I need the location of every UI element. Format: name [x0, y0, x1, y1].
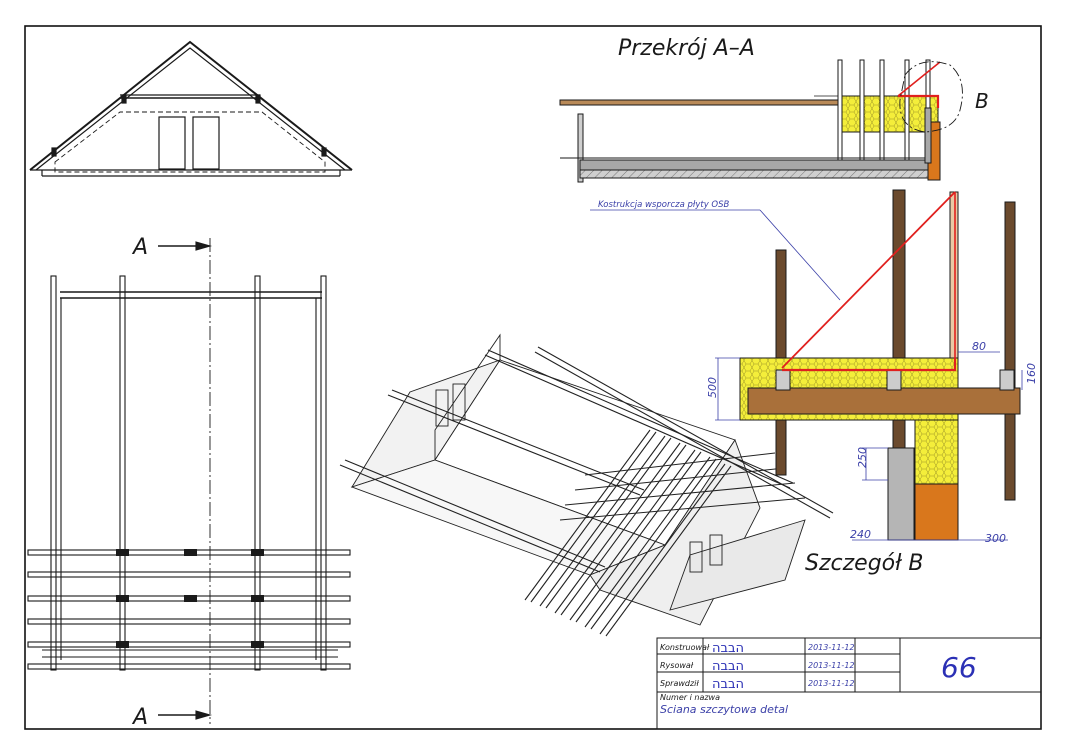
dimension-500: 500	[706, 377, 719, 398]
row-3-signature: הבבה	[712, 677, 744, 692]
sheet-number: 66	[941, 651, 977, 684]
section-title: Przekrój A–A	[618, 36, 755, 61]
detail-title: Szczegół B	[805, 551, 924, 576]
plan-view	[27, 238, 351, 724]
dimension-250: 250	[856, 447, 869, 468]
osb-support-label: Kostrukcja wsporcza płyty OSB	[598, 200, 730, 210]
section-marker-top: A	[131, 235, 148, 260]
dimension-80: 80	[972, 340, 986, 353]
row-1-signature: הבבה	[712, 641, 744, 656]
detail-b	[739, 189, 1021, 541]
isometric-roof-view	[339, 333, 834, 637]
dimension-300: 300	[985, 532, 1006, 545]
detail-marker: B	[975, 89, 989, 113]
row-3-date: 2013-11-12	[808, 679, 855, 688]
name-label: Numer i nazwa	[660, 693, 720, 702]
section-marker-bottom: A	[131, 705, 148, 730]
title-block	[656, 637, 1042, 730]
row-3-label: Sprawdził	[660, 679, 699, 688]
row-1-date: 2013-11-12	[808, 643, 855, 652]
dimension-160: 160	[1025, 363, 1038, 384]
section-a-a	[559, 59, 963, 183]
row-2-signature: הבבה	[712, 659, 744, 674]
drawing-name: Sciana szczytowa detal	[660, 703, 788, 716]
row-2-label: Rysował	[660, 661, 694, 670]
row-2-date: 2013-11-12	[808, 661, 855, 670]
dimension-240: 240	[850, 528, 871, 541]
gable-elevation	[29, 40, 353, 177]
row-1-label: Konstruował	[660, 643, 710, 652]
sheet-border	[24, 25, 1042, 730]
detail-dimensions	[590, 209, 1023, 541]
